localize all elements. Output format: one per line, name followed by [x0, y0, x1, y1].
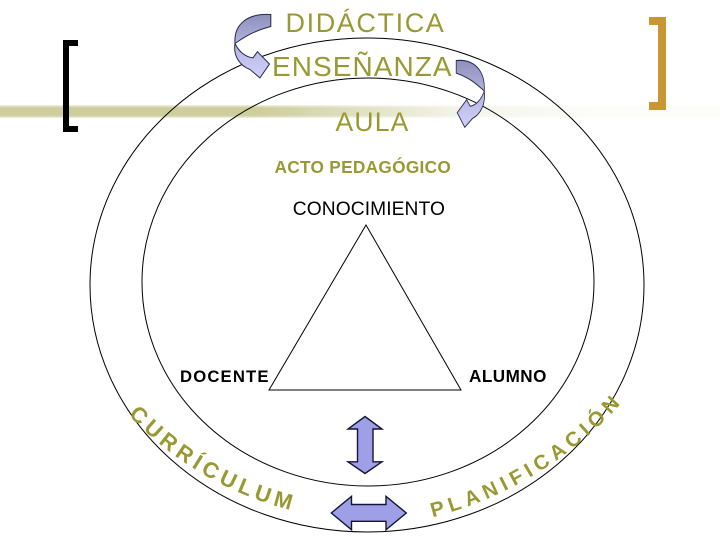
svg-text:CURRÍCULUM: CURRÍCULUM [125, 401, 300, 516]
svg-text:PLANIFICACIÓN: PLANIFICACIÓN [428, 388, 628, 522]
